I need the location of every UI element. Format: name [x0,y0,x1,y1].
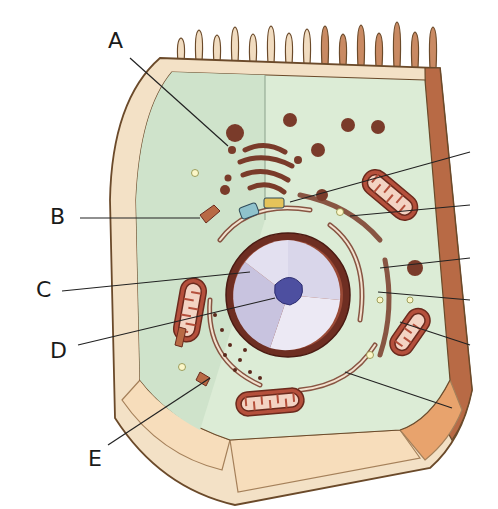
callout-letter: D [50,340,67,362]
callout-letter: E [88,448,102,470]
callout-letter: B [50,206,65,228]
callout-letter: A [108,30,123,52]
callout-letter: C [36,279,51,301]
